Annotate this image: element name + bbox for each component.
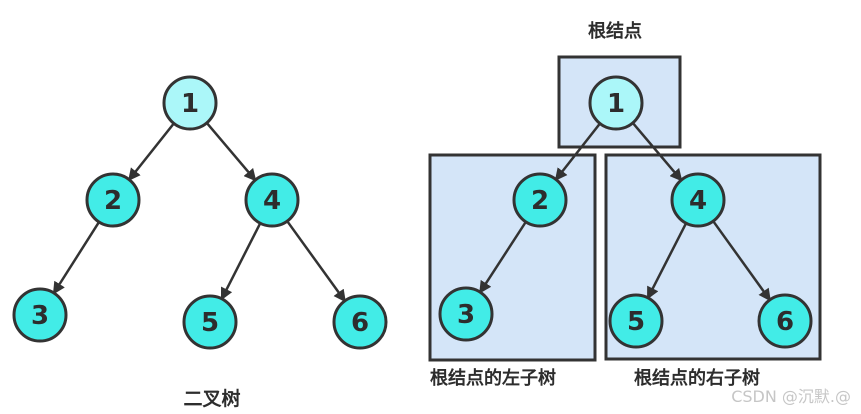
left-tree-node-6-circle bbox=[332, 294, 388, 350]
right-tree-node-5-circle bbox=[608, 293, 664, 349]
left-tree-node-2-circle bbox=[85, 172, 141, 228]
left-tree-node-5-circle bbox=[182, 294, 238, 350]
right-tree-edge-2-3 bbox=[479, 220, 528, 294]
right-tree-node-6-value: 6 bbox=[776, 307, 794, 337]
right-tree-node-4-value: 4 bbox=[689, 186, 707, 216]
right-tree-node-3-value: 3 bbox=[457, 300, 475, 330]
right-tree-node-3-circle bbox=[438, 286, 494, 342]
right-tree-edge-1-2 bbox=[554, 121, 602, 181]
left-tree-node-4-value: 4 bbox=[263, 186, 281, 216]
left-tree-node-3-value: 3 bbox=[31, 301, 49, 331]
right-tree-node-1-circle bbox=[588, 75, 644, 131]
root-box-label: 根结点 bbox=[588, 20, 642, 42]
right-tree-node-1-value: 1 bbox=[607, 89, 625, 119]
right-tree-node-2-circle bbox=[512, 172, 568, 228]
left-tree-node-6-value: 6 bbox=[351, 308, 369, 338]
left-tree-node-3-circle bbox=[12, 287, 68, 343]
right-tree-node-6-circle bbox=[757, 293, 813, 349]
right-tree-node-2-value: 2 bbox=[531, 186, 549, 216]
left-tree-edge-1-4 bbox=[205, 121, 257, 182]
right-tree-node-5-value: 5 bbox=[627, 307, 645, 337]
csdn-watermark: CSDN @沉默.@ bbox=[731, 387, 851, 406]
right-tree-edge-4-6 bbox=[711, 219, 771, 302]
left-tree-node-4-circle bbox=[244, 172, 300, 228]
left-diagram-caption: 二叉树 bbox=[183, 387, 240, 410]
left-tree-edge-2-3 bbox=[52, 220, 101, 295]
left-tree-node-5-value: 5 bbox=[201, 308, 219, 338]
left-tree-edge-4-5 bbox=[220, 221, 262, 301]
left-tree-node-2-value: 2 bbox=[104, 186, 122, 216]
right-subtree-label: 根结点的右子树 bbox=[634, 367, 760, 389]
left-tree-node-1-value: 1 bbox=[181, 89, 199, 119]
left-tree-edge-4-6 bbox=[285, 219, 346, 303]
right-tree-edge-4-5 bbox=[646, 221, 688, 300]
right-tree-edge-1-4 bbox=[631, 121, 683, 182]
left-tree-node-1-circle bbox=[162, 75, 218, 131]
left-tree-edge-1-2 bbox=[128, 121, 176, 182]
left-subtree-label: 根结点的左子树 bbox=[430, 367, 556, 389]
right-tree-node-4-circle bbox=[670, 172, 726, 228]
